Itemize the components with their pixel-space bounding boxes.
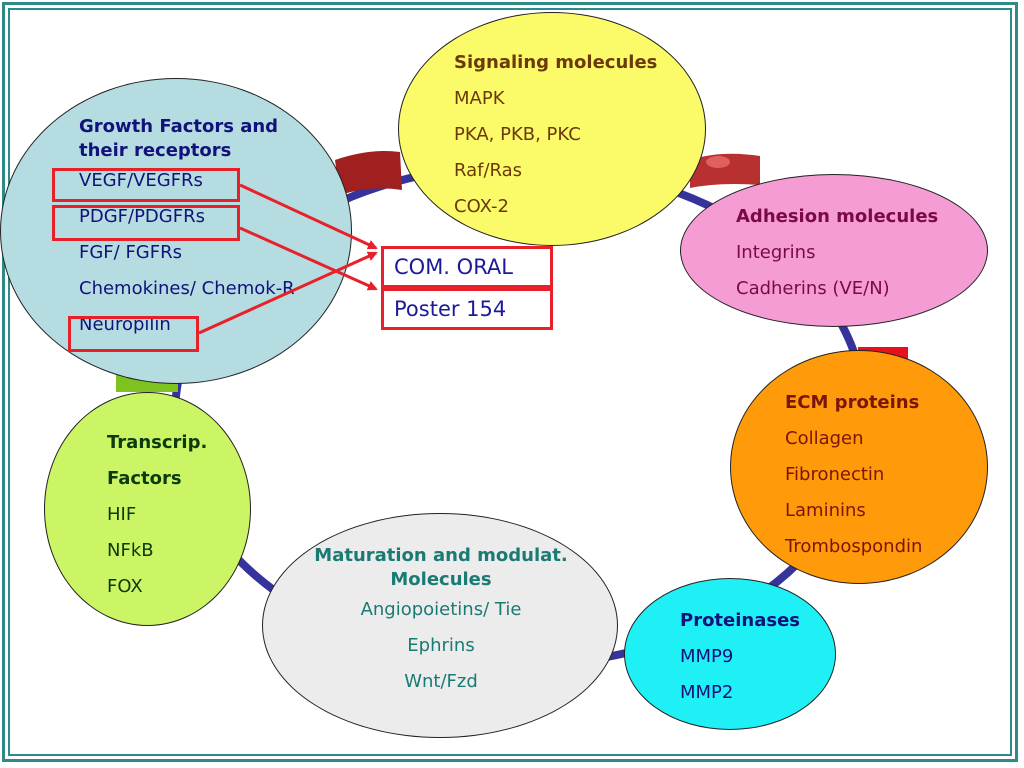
maturation-text: Maturation and modulat. Molecules Angiop… [263, 544, 617, 700]
signaling-item: COX-2 [454, 196, 509, 217]
adhesion-text: Adhesion molecules Integrins Cadherins (… [736, 199, 938, 307]
growth-title-1: Growth Factors and [79, 116, 279, 137]
proteinases-item: MMP2 [680, 682, 734, 703]
transcrip-title-2: Factors [107, 468, 182, 489]
growth-item-vegf: VEGF/VEGFRs [79, 170, 203, 191]
adhesion-title: Adhesion molecules [736, 206, 939, 227]
transcrip-item: HIF [107, 504, 137, 525]
ecm-item: Collagen [785, 428, 864, 449]
signaling-title: Signaling molecules [454, 52, 658, 73]
vessel-cell-dot [706, 156, 730, 168]
transcrip-text: Transcrip. Factors HIF NFkB FOX [107, 425, 207, 605]
signaling-bubble: Signaling molecules MAPK PKA, PKB, PKC R… [398, 12, 706, 246]
growth-item-chemokines: Chemokines/ Chemok-R [79, 278, 295, 299]
neuropilin-highlight [68, 316, 199, 352]
ecm-text: ECM proteins Collagen Fibronectin Lamini… [785, 385, 922, 565]
ecm-item: Fibronectin [785, 464, 885, 485]
transcrip-item: NFkB [107, 540, 154, 561]
growth-factors-text: Growth Factors and their receptors VEGF/… [79, 115, 295, 343]
adhesion-item: Cadherins (VE/N) [736, 278, 890, 299]
signaling-item: Raf/Ras [454, 160, 523, 181]
maturation-item: Angiopoietins/ Tie [360, 599, 522, 620]
adhesion-bubble: Adhesion molecules Integrins Cadherins (… [680, 174, 988, 327]
ecm-title: ECM proteins [785, 392, 920, 413]
poster-label: Poster 154 [394, 297, 507, 321]
maturation-bubble: Maturation and modulat. Molecules Angiop… [262, 513, 618, 738]
signaling-text: Signaling molecules MAPK PKA, PKB, PKC R… [454, 45, 657, 225]
adhesion-item: Integrins [736, 242, 816, 263]
transcrip-bubble: Transcrip. Factors HIF NFkB FOX [44, 392, 251, 626]
proteinases-text: Proteinases MMP9 MMP2 [680, 603, 800, 711]
ecm-item: Laminins [785, 500, 866, 521]
signaling-item: PKA, PKB, PKC [454, 124, 581, 145]
proteinases-bubble: Proteinases MMP9 MMP2 [624, 578, 836, 730]
proteinases-title: Proteinases [680, 610, 801, 631]
signaling-item: MAPK [454, 88, 505, 109]
transcrip-item: FOX [107, 576, 143, 597]
maturation-title-1: Maturation and modulat. [314, 545, 568, 566]
growth-item-pdgf: PDGF/PDGFRs [79, 206, 205, 227]
maturation-item: Ephrins [407, 635, 475, 656]
inner-frame [8, 8, 1012, 756]
maturation-title-2: Molecules [390, 569, 492, 590]
com-oral-box: COM. ORAL [381, 246, 553, 288]
growth-item-fgf: FGF/ FGFRs [79, 242, 182, 263]
transcrip-title-1: Transcrip. [107, 432, 208, 453]
growth-title-2: their receptors [79, 140, 232, 161]
vegf-highlight [52, 168, 240, 202]
pdgf-highlight [52, 205, 240, 241]
ecm-item: Trombospondin [785, 536, 923, 557]
maturation-item: Wnt/Fzd [404, 671, 478, 692]
growth-item-neuropilin: Neuropilin [79, 314, 171, 335]
proteinases-item: MMP9 [680, 646, 734, 667]
com-oral-label: COM. ORAL [394, 255, 513, 279]
ecm-bubble: ECM proteins Collagen Fibronectin Lamini… [730, 350, 988, 584]
poster-box: Poster 154 [381, 288, 553, 330]
